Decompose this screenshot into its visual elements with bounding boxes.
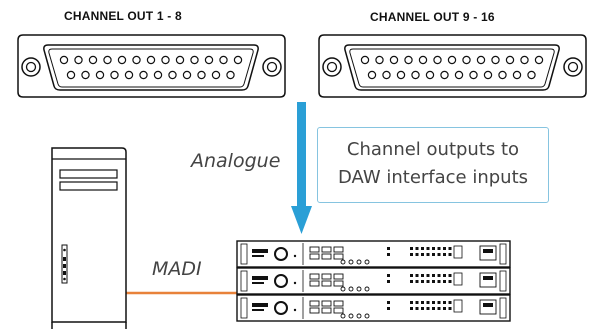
db25-connector-2 xyxy=(318,34,587,98)
connector-label-9-16: CHANNEL OUT 9 - 16 xyxy=(370,10,495,24)
analogue-label: Analogue xyxy=(191,150,281,172)
connector-label-1-8: CHANNEL OUT 1 - 8 xyxy=(64,9,182,23)
signal-arrow xyxy=(291,102,312,234)
computer-tower-icon xyxy=(51,147,127,329)
callout-line-2: DAW interface inputs xyxy=(337,167,529,188)
madi-label: MADI xyxy=(152,258,202,280)
db25-connector-1 xyxy=(17,34,286,98)
callout-line-1: Channel outputs to xyxy=(346,139,520,160)
madi-interface-rack-icon xyxy=(236,240,511,322)
callout-box: Channel outputs to DAW interface inputs xyxy=(317,127,549,203)
